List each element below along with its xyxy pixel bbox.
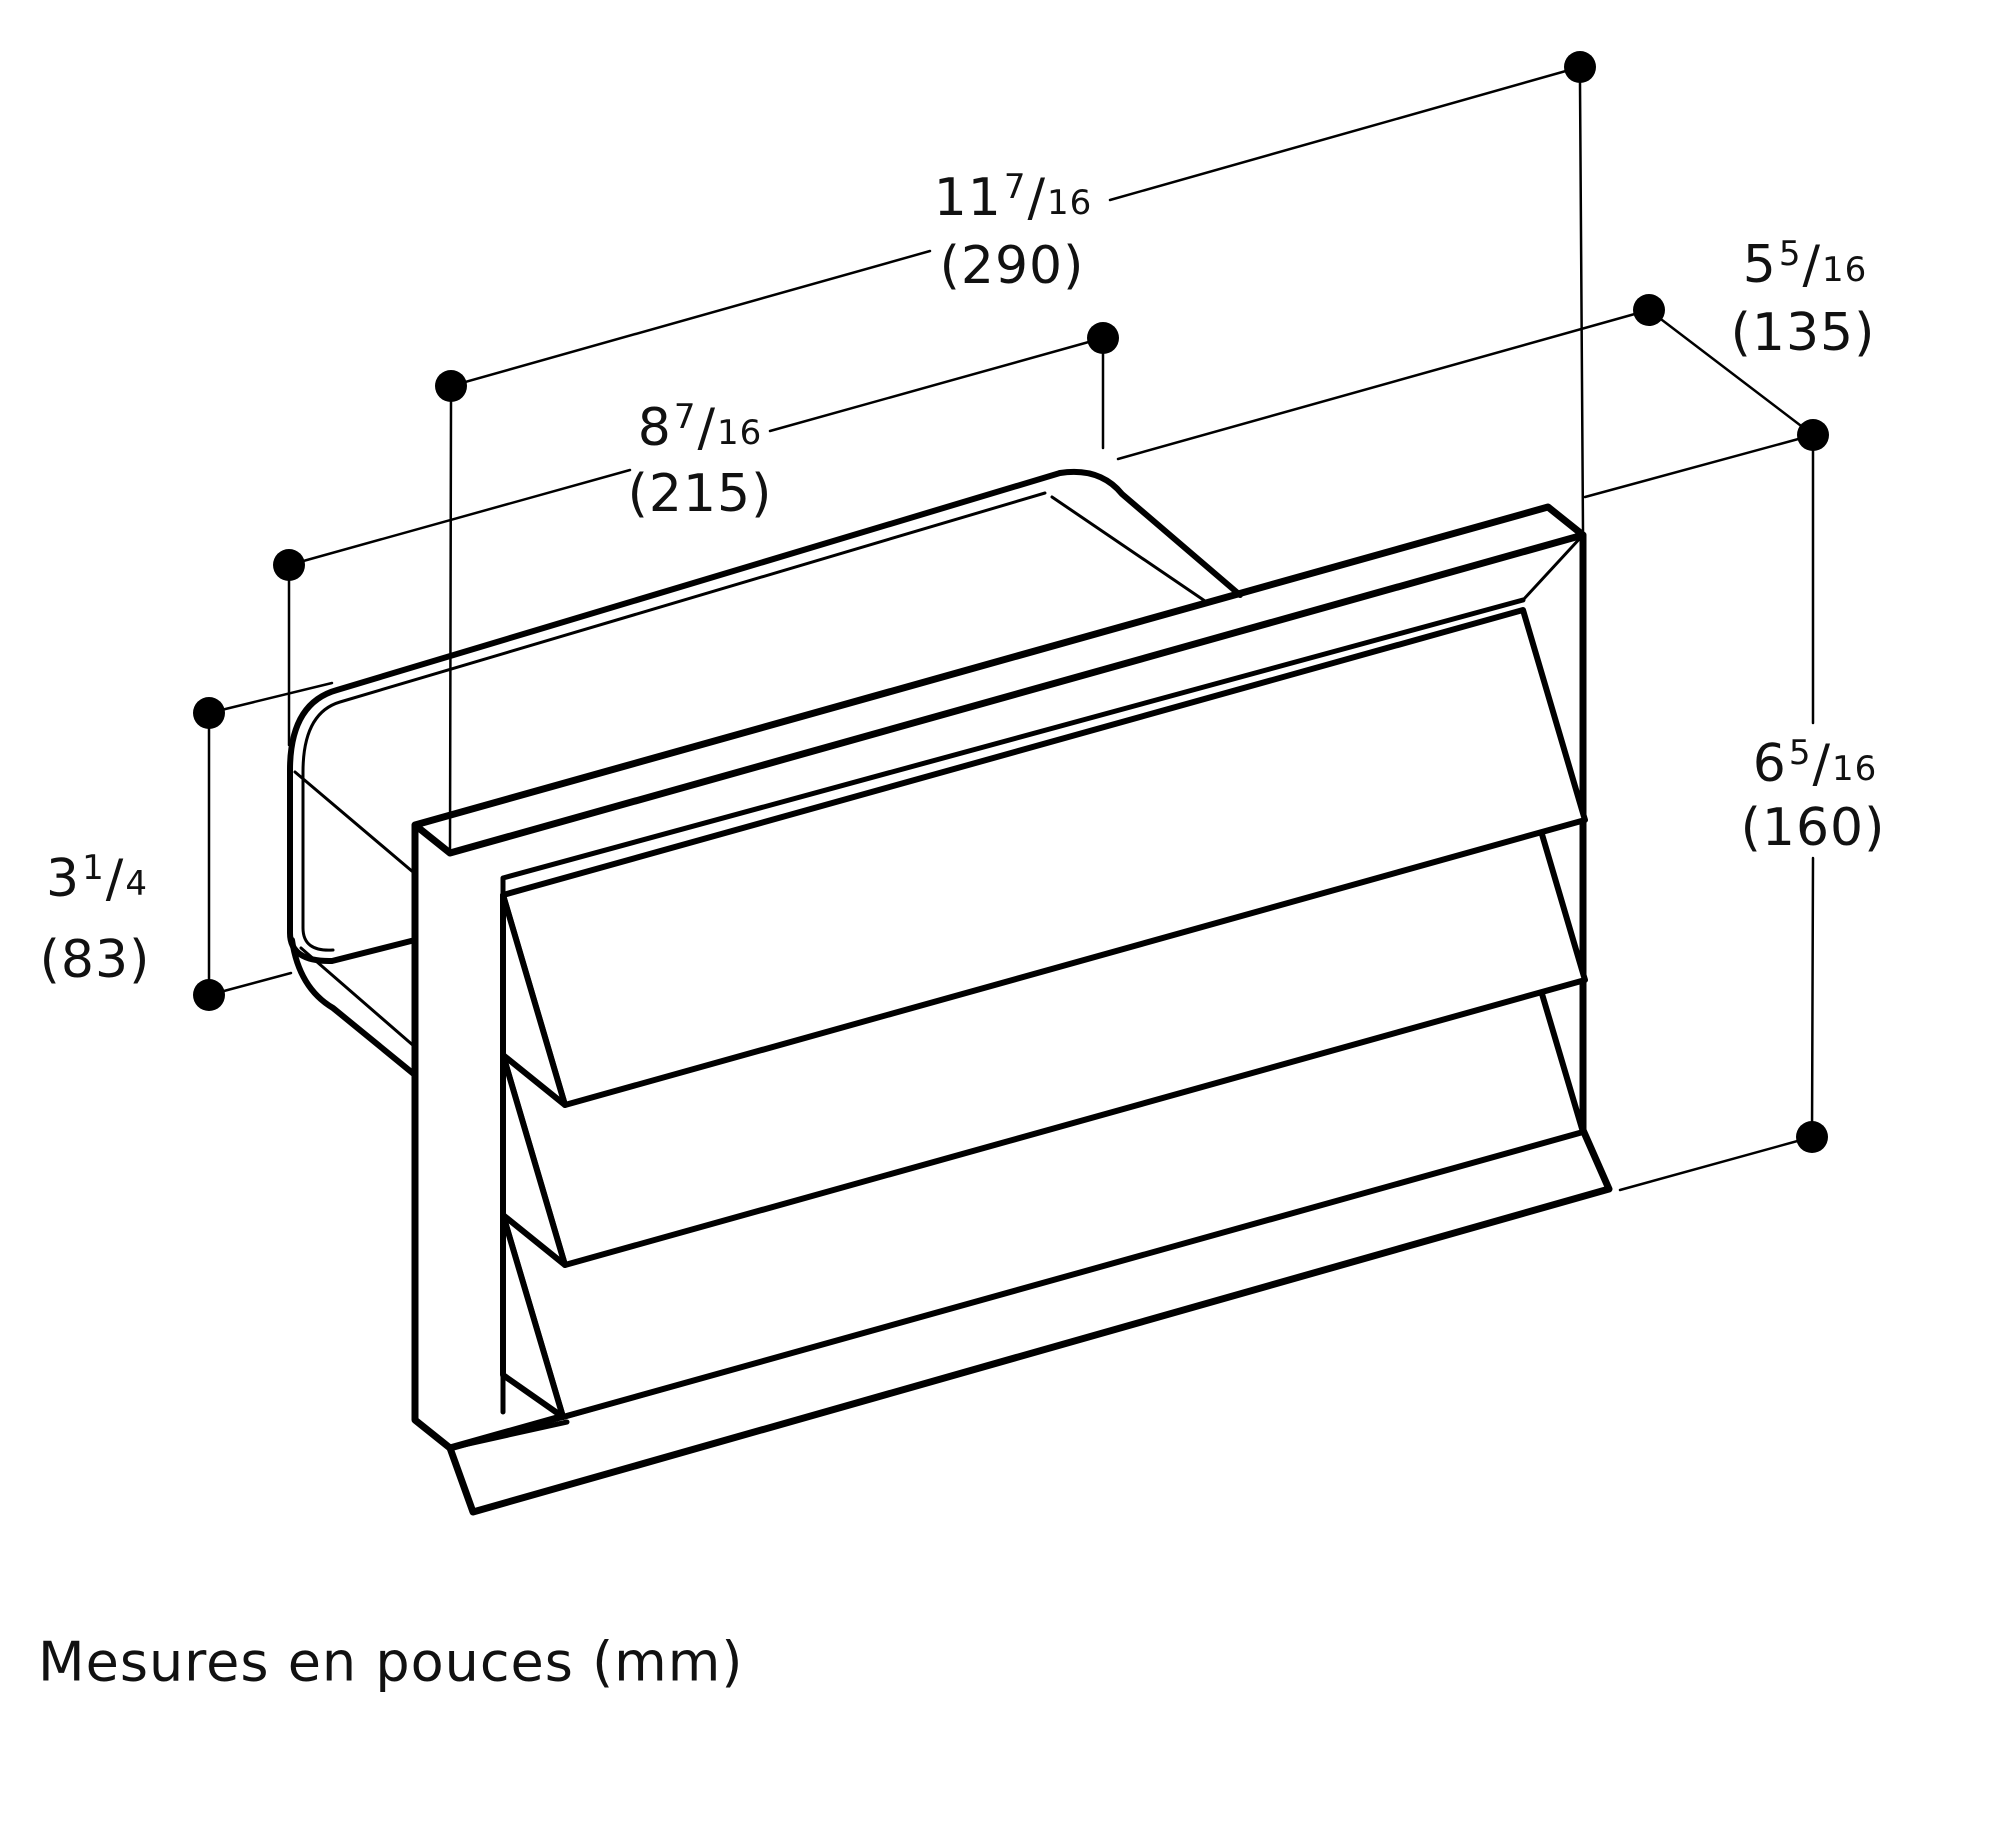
dim-duct-width-frac-slash: /: [697, 398, 716, 458]
dim-width-line: [448, 65, 1585, 851]
dot-width-right: [1564, 51, 1596, 83]
dot-depth-right: [1797, 419, 1829, 451]
dim-width-mm: (290): [939, 236, 1085, 296]
frame-opening-corner: [1521, 533, 1585, 602]
dot-depth-left: [1633, 294, 1665, 326]
duct-right-silhouette: [1057, 468, 1243, 598]
louver-slat-2-endcap: [500, 1052, 568, 1268]
dimension-lines: [207, 65, 1815, 1192]
dim-width-frac-den: 16: [1047, 183, 1093, 223]
dimension-dots: [193, 51, 1829, 1153]
dim-depth-frac-num: 5: [1778, 234, 1802, 274]
dim-height-frac-num: 5: [1788, 733, 1812, 773]
dim-duct-height-inches: 31/4: [46, 851, 148, 905]
dot-duct-height-bottom: [193, 979, 225, 1011]
dot-duct-width-left: [273, 549, 305, 581]
dim-width-frac-num: 7: [1003, 167, 1027, 207]
dim-duct-width-frac-num: 7: [673, 397, 697, 437]
dim-depth-whole: 5: [1742, 235, 1777, 295]
frame-bottom-lip: [446, 1126, 1613, 1516]
dim-height-whole: 6: [1752, 734, 1787, 794]
dot-height-bottom: [1796, 1121, 1828, 1153]
dim-depth-inches: 55/16: [1743, 237, 1868, 291]
dim-width-inches: 117/16: [934, 170, 1093, 224]
louver-slats: [500, 607, 1588, 1420]
dim-width-whole: 11: [933, 168, 1002, 228]
duct-inner-rim: [301, 491, 1047, 952]
dim-depth-frac-slash: /: [1802, 235, 1821, 295]
dim-duct-height-frac-den: 4: [125, 864, 148, 904]
louver-slat-1-endcap: [500, 892, 568, 1108]
duct-bottom-silhouette: [289, 937, 418, 1078]
duct-inner-wall-lines: [293, 495, 1207, 1049]
dim-duct-width-mm: (215): [627, 464, 773, 524]
dim-height-line: [1618, 433, 1815, 1192]
dim-depth-mm: (135): [1730, 303, 1876, 363]
dim-height-mm: (160): [1740, 798, 1886, 858]
dot-duct-width-right: [1087, 322, 1119, 354]
louver-slat-3-endcap: [500, 1212, 566, 1420]
dim-duct-width-frac-den: 16: [717, 413, 763, 453]
dot-duct-height-top: [193, 697, 225, 729]
dim-depth-frac-den: 16: [1822, 250, 1868, 290]
dim-width-frac-slash: /: [1027, 168, 1047, 228]
dim-duct-height-whole: 3: [46, 849, 81, 909]
dim-height-frac-slash: /: [1812, 734, 1831, 794]
duct-collar: [287, 468, 1243, 1078]
dim-duct-width-whole: 8: [637, 398, 672, 458]
units-caption: Mesures en pouces (mm): [38, 1630, 744, 1694]
dim-duct-height-frac-num: 1: [82, 848, 105, 888]
dim-duct-height-frac-slash: /: [105, 849, 125, 909]
dim-depth-line: [1116, 308, 1815, 499]
dot-width-left: [435, 370, 467, 402]
dim-height-frac-den: 16: [1832, 749, 1878, 789]
dim-duct-width-line: [287, 336, 1105, 747]
dim-duct-height-mm: (83): [39, 930, 151, 990]
dim-duct-width-inches: 87/16: [638, 400, 763, 454]
dim-height-inches: 65/16: [1753, 736, 1878, 790]
